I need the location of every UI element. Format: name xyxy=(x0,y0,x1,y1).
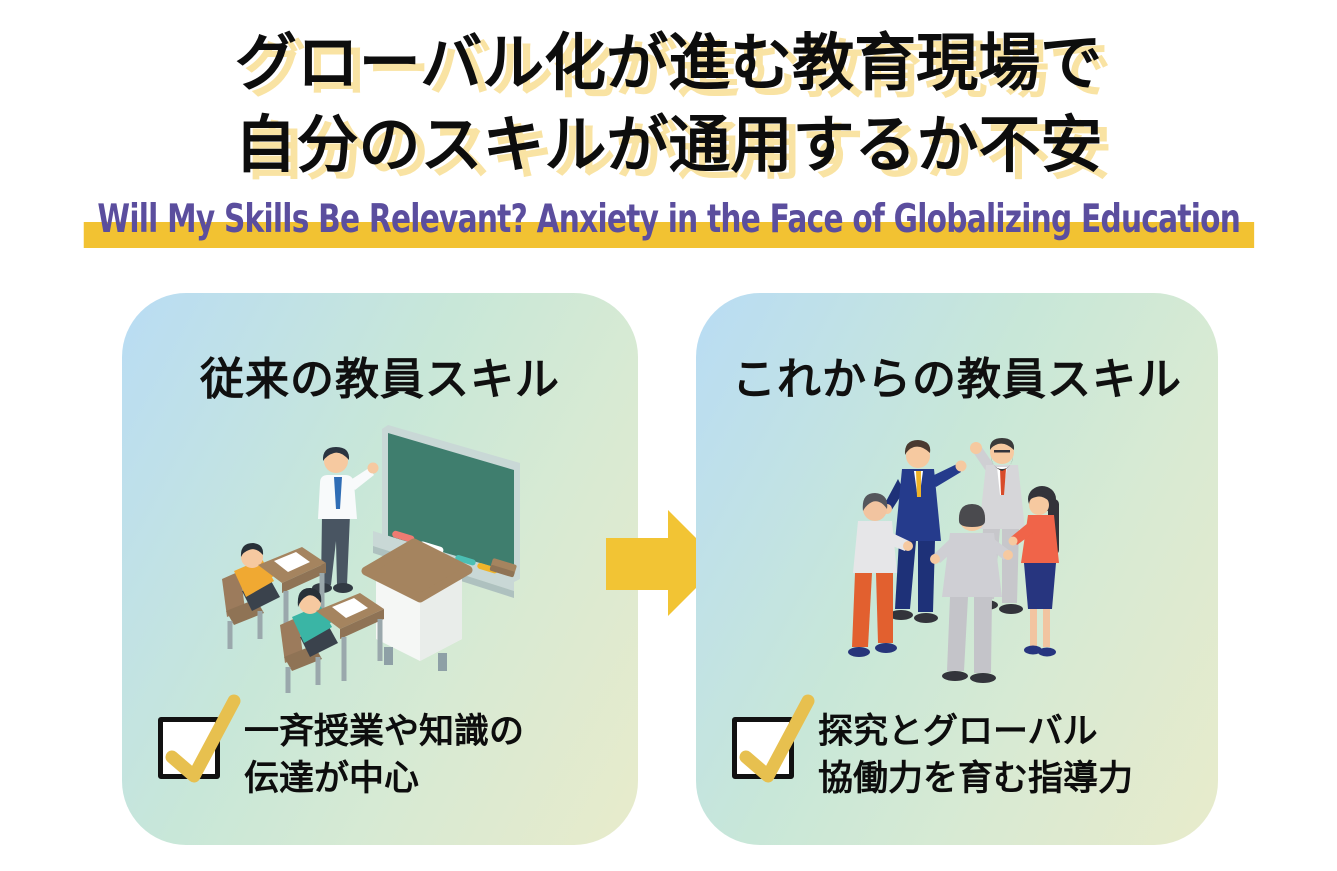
subtitle: Will My Skills Be Relevant? Anxiety in t… xyxy=(0,196,1337,248)
group-collaboration-illustration xyxy=(848,438,1059,683)
person-gray-shirt xyxy=(848,493,913,657)
subtitle-text: Will My Skills Be Relevant? Anxiety in t… xyxy=(97,197,1240,242)
page-title-line2: 自分のスキルが通用するか不安 xyxy=(234,108,1103,181)
classroom-lecture-illustration xyxy=(222,425,520,693)
student-yellow-figure xyxy=(222,543,326,649)
arrow-right-icon xyxy=(606,510,722,617)
card-left-check-text: 一斉授業や知識の 伝達が中心 xyxy=(244,712,525,799)
teacher-desk-icon xyxy=(361,538,473,671)
card-left-heading: 従来の教員スキル xyxy=(200,354,560,405)
page-title-line1: グローバル化が進む教育現場で xyxy=(234,26,1103,99)
checkbox-checked-icon xyxy=(158,694,241,783)
person-gray-suit-back xyxy=(930,504,1013,683)
person-orange-jacket-woman xyxy=(1008,486,1059,657)
page-title: グローバル化が進む教育現場で 自分のスキルが通用するか不安 xyxy=(0,22,1337,186)
card-future-skills: これからの教員スキル xyxy=(696,293,1218,845)
card-right-check-text: 探究とグローバル 協働力を育む指導力 xyxy=(818,712,1134,799)
student-teal-figure xyxy=(280,587,384,693)
card-right-heading: これからの教員スキル xyxy=(732,354,1182,405)
card-right-check-item: 探究とグローバル 協働力を育む指導力 xyxy=(732,694,1134,803)
card-left-check-item: 一斉授業や知識の 伝達が中心 xyxy=(158,694,525,803)
checkbox-checked-icon xyxy=(732,694,815,783)
card-traditional-skills: 従来の教員スキル xyxy=(122,293,638,845)
person-navy-suit xyxy=(882,440,967,623)
subtitle-highlight-bar xyxy=(83,222,1254,248)
